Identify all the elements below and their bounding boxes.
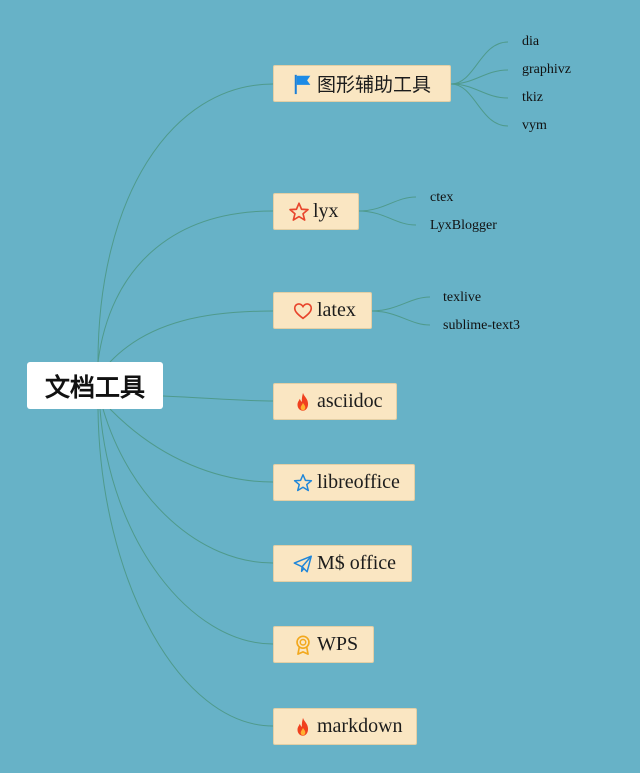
flag-icon [294,74,311,94]
topic-node-ms-office[interactable]: M$ office [273,545,412,582]
link-root-n3 [162,395,274,402]
link-n1-c1 [357,210,417,226]
fire-icon [297,392,309,411]
topic-label: markdown [317,715,403,737]
link-root-n4 [109,408,274,483]
link-root-n2 [109,310,274,363]
link-root-n0 [97,83,274,363]
link-n0-c3 [450,83,509,127]
link-root-n5 [102,408,274,564]
link-root-n6 [99,408,274,645]
award-ribbon-icon [296,634,310,655]
leaf-graphivz[interactable]: graphivz [522,62,571,77]
topic-label: lyx [313,200,339,222]
topic-label: M$ office [317,552,397,574]
topic-label: WPS [317,633,359,655]
link-n0-c2 [450,83,509,99]
star-outline-icon [289,201,309,221]
topic-label: 图形辅助工具 [317,74,432,96]
link-n0-c0 [450,41,509,85]
topic-node-asciidoc[interactable]: asciidoc [273,383,397,420]
topic-label: asciidoc [317,390,383,412]
heart-outline-icon [293,302,313,319]
topic-node-latex[interactable]: latex [273,292,372,329]
link-n1-c0 [357,196,417,212]
topic-node-libreoffice[interactable]: libreoffice [273,464,415,501]
link-n2-c1 [370,310,431,326]
paper-plane-icon [293,554,312,573]
leaf-ctex[interactable]: ctex [430,190,454,205]
leaf-vym[interactable]: vym [522,118,547,133]
topic-node-graphics-tools[interactable]: 图形辅助工具 [273,65,451,102]
topic-node-wps[interactable]: WPS [273,626,374,663]
topic-node-lyx[interactable]: lyx [273,193,359,230]
leaf-texlive[interactable]: texlive [443,290,482,305]
topic-node-markdown[interactable]: markdown [273,708,417,745]
link-n0-c1 [450,69,509,85]
topic-label: latex [317,299,356,321]
topic-label: libreoffice [317,471,400,493]
leaf-lyxblogger[interactable]: LyxBlogger [430,218,497,233]
link-root-n1 [97,210,274,363]
leaf-dia[interactable]: dia [522,34,540,49]
star-outline-blue-icon [293,473,313,491]
link-root-n7 [97,408,274,727]
leaf-tkiz[interactable]: tkiz [522,90,543,105]
root-label: 文档工具 [44,372,145,402]
fire-icon [297,717,309,736]
root-node[interactable]: 文档工具 [27,362,163,409]
link-n2-c0 [370,296,431,312]
leaf-sublime-text3[interactable]: sublime-text3 [443,318,520,333]
